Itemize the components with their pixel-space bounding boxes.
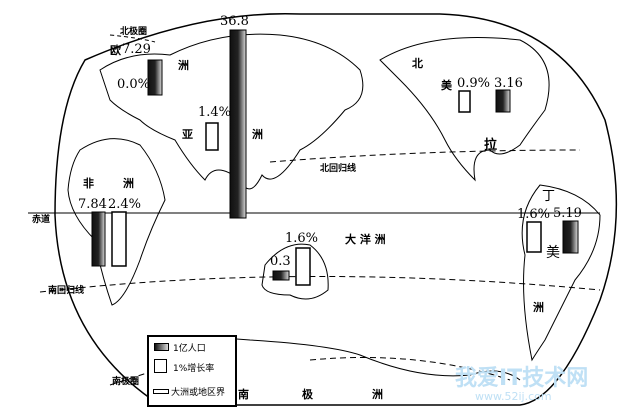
- africa-population-bar: [91, 211, 106, 267]
- oceania-population-bar: [272, 270, 290, 281]
- europe-label: 欧: [110, 44, 121, 57]
- africa-growth-value: 2.4%: [108, 197, 142, 212]
- europe-population-bar: [147, 59, 163, 96]
- tropic-capricorn-label: 南回归线: [48, 286, 85, 296]
- boundary-swatch: [153, 389, 169, 394]
- north-america-outline: [379, 37, 550, 182]
- oceania-label: 大 洋 洲: [345, 233, 386, 246]
- antarctica-label: 南: [238, 388, 249, 401]
- arctic-circle-label: 北极圈: [120, 27, 148, 37]
- tropic-cancer-line: [269, 149, 581, 163]
- watermark-title: 我爱IT技术网: [455, 366, 589, 391]
- growth-swatch: [154, 359, 167, 373]
- africa-growth-bar: [111, 211, 127, 267]
- la-population-bar: [562, 220, 579, 254]
- map-frame: [54, 12, 618, 406]
- population-swatch: [154, 343, 169, 351]
- europe-label-2: 洲: [178, 59, 189, 72]
- na-label: 北: [412, 57, 423, 70]
- antarctic-circle-line: [109, 357, 511, 386]
- asia-population-bar: [229, 29, 247, 219]
- legend-growth: 1%增长率: [173, 364, 215, 374]
- watermark-url: www.52ij.com: [475, 390, 552, 403]
- asia-label-2: 洲: [252, 128, 263, 141]
- asia-label: 亚: [182, 128, 193, 141]
- south-america-outline: [521, 184, 601, 362]
- arctic-circle-line: [109, 34, 156, 43]
- africa-outline: [67, 138, 166, 306]
- legend: 1亿人口 1%增长率 大洲或地区界: [147, 335, 237, 407]
- na-population-value: 3.16: [494, 76, 523, 91]
- australia-outline: [261, 243, 329, 300]
- tropic-capricorn-line: [39, 276, 601, 293]
- la-growth-value: 1.6%: [517, 207, 551, 222]
- antarctica-label-3: 洲: [372, 388, 383, 401]
- la-label-2: 丁: [542, 189, 556, 204]
- europe-growth-value: 0.0%: [117, 77, 151, 92]
- legend-boundary: 大洲或地区界: [171, 388, 226, 398]
- antarctica-label-2: 极: [302, 388, 313, 401]
- na-growth-value: 0.9%: [457, 76, 491, 91]
- la-label: 拉: [484, 138, 498, 153]
- oceania-population-value: 0.3: [270, 254, 291, 269]
- asia-growth-bar: [205, 122, 219, 151]
- africa-population-value: 7.84: [78, 197, 107, 212]
- na-label-2: 美: [441, 79, 452, 92]
- tropic-cancer-label: 北回归线: [320, 164, 357, 174]
- asia-growth-value: 1.4%: [198, 105, 232, 120]
- la-label-4: 洲: [533, 301, 544, 314]
- europe-population-value: 7.29: [122, 42, 151, 57]
- na-growth-bar: [458, 90, 471, 113]
- la-label-3: 美: [546, 245, 560, 261]
- antarctic-circle-label: 南极圈: [112, 377, 140, 387]
- na-population-bar: [495, 89, 511, 113]
- africa-label: 非: [83, 177, 94, 190]
- oceania-growth-value: 1.6%: [285, 231, 319, 246]
- equator-label: 赤道: [32, 215, 51, 225]
- oceania-growth-bar: [295, 247, 311, 286]
- africa-label-2: 洲: [123, 177, 134, 190]
- asia-population-value: 36.8: [220, 14, 249, 29]
- la-population-value: 5.19: [553, 206, 582, 221]
- legend-population: 1亿人口: [173, 344, 206, 354]
- la-growth-bar: [526, 221, 542, 253]
